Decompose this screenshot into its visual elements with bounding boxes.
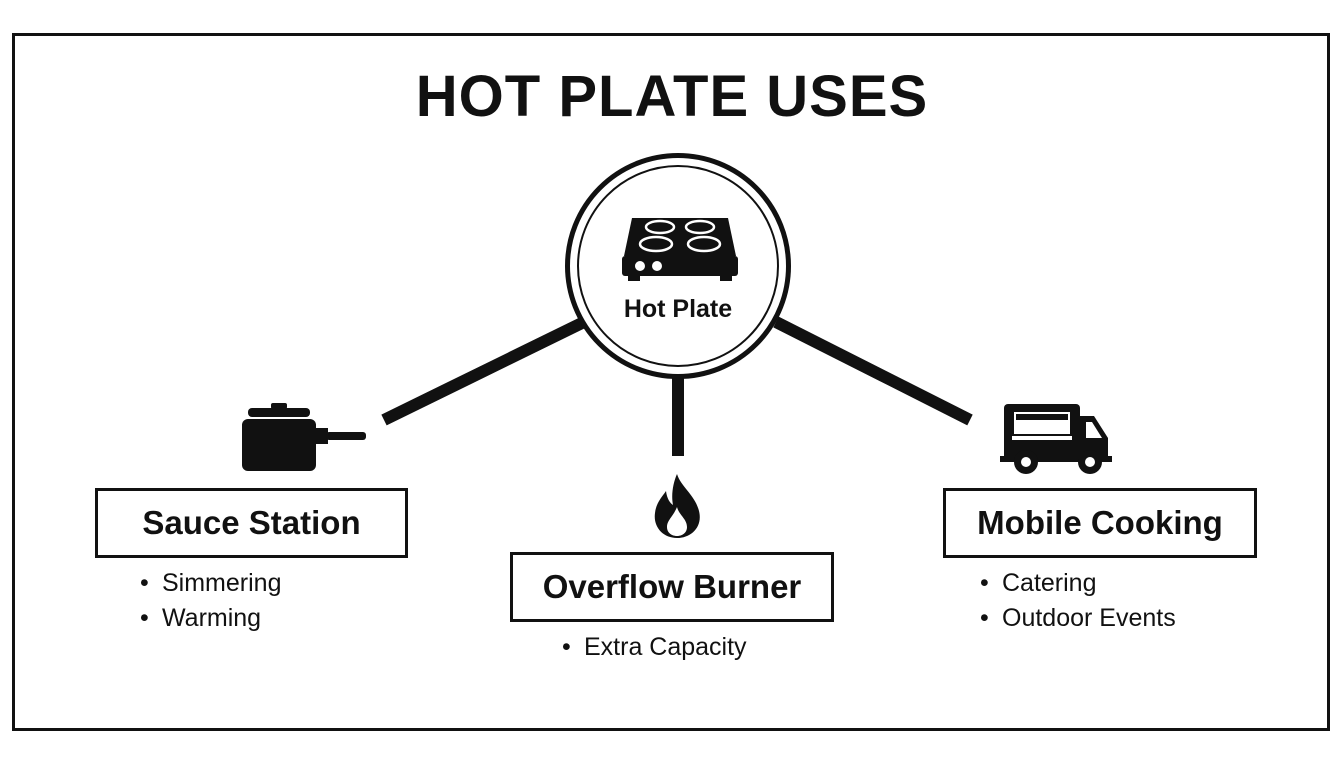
hot-plate-icon [622, 218, 738, 281]
list-item: Simmering [140, 566, 281, 601]
list-item: Extra Capacity [562, 630, 747, 665]
diagram-title: HOT PLATE USES [415, 64, 929, 129]
hub-inner-ring [577, 165, 779, 367]
sauce-station-label: Sauce Station [142, 504, 361, 541]
hub-label: Hot Plate [623, 295, 733, 323]
mobile-cooking-box: Mobile Cooking [943, 488, 1257, 558]
connector-right [773, 316, 973, 426]
flame-icon [654, 474, 700, 538]
food-truck-icon [1000, 404, 1112, 474]
saucepan-icon [242, 403, 366, 471]
mobile-cooking-list: Catering Outdoor Events [980, 566, 1176, 636]
mobile-cooking-label: Mobile Cooking [977, 504, 1223, 541]
connector-left [381, 316, 587, 426]
diagram-frame [12, 33, 1330, 731]
overflow-burner-list: Extra Capacity [562, 630, 747, 665]
list-item: Warming [140, 601, 281, 636]
list-item: Catering [980, 566, 1176, 601]
hub-node: Hot Plate [565, 153, 791, 379]
sauce-station-box: Sauce Station [95, 488, 408, 558]
sauce-station-list: Simmering Warming [140, 566, 281, 636]
list-item: Outdoor Events [980, 601, 1176, 636]
overflow-burner-label: Overflow Burner [542, 568, 802, 605]
overflow-burner-box: Overflow Burner [510, 552, 834, 622]
